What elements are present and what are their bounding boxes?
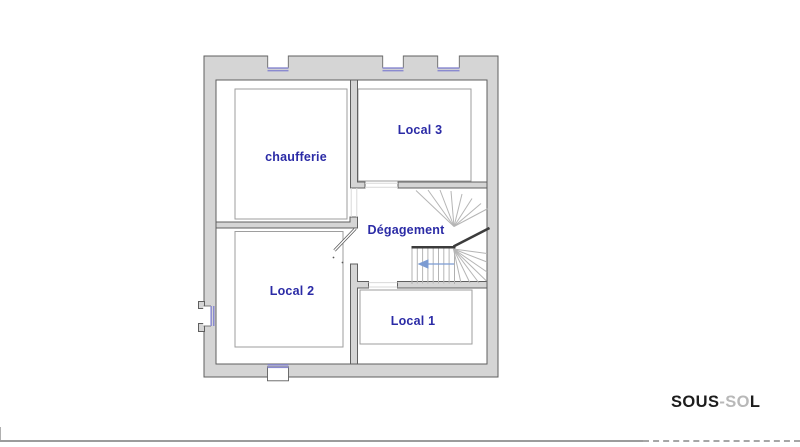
window-bottom	[267, 364, 289, 382]
room-area-local-1	[359, 289, 473, 345]
room-area-local-2	[234, 231, 344, 348]
room-label-local-2: Local 2	[269, 284, 315, 298]
wall-chaufferie-local2	[215, 216, 358, 229]
page-left-edge	[0, 427, 1, 440]
room-label-local-1: Local 1	[390, 314, 436, 328]
level-title-part: -SO	[719, 393, 750, 411]
windows	[203, 54, 460, 382]
stair-winders-upper	[415, 189, 489, 227]
window-top-3	[437, 54, 460, 72]
wall-chaufferie-local3	[350, 79, 366, 189]
level-title-part: SOUS	[671, 393, 720, 411]
staircase	[411, 189, 491, 284]
room-label-chaufferie: chaufferie	[265, 150, 327, 164]
window-left	[203, 305, 215, 327]
stair-break-line	[452, 226, 491, 248]
window-top-2	[382, 54, 404, 72]
wall-local3-degagement	[397, 181, 488, 189]
door-openings	[350, 182, 398, 288]
stair-winders-lower	[453, 248, 488, 284]
room-label-degagement: Dégagement	[367, 223, 445, 237]
stair-direction-arrow	[417, 259, 454, 269]
window-top-1	[267, 54, 289, 72]
page-bottom-border-dashed	[643, 440, 800, 442]
wall-degagement-local1	[397, 281, 488, 289]
wall-local2-local1	[350, 263, 369, 365]
room-label-local-3: Local 3	[397, 123, 443, 137]
floor-level-title: SOUS-SOL	[671, 393, 760, 412]
interior-walls	[215, 79, 488, 365]
room-area-chaufferie	[234, 88, 348, 220]
door-local2-degagement	[332, 227, 357, 264]
level-title-part: L	[749, 393, 761, 411]
page-bottom-border-solid	[0, 440, 643, 442]
